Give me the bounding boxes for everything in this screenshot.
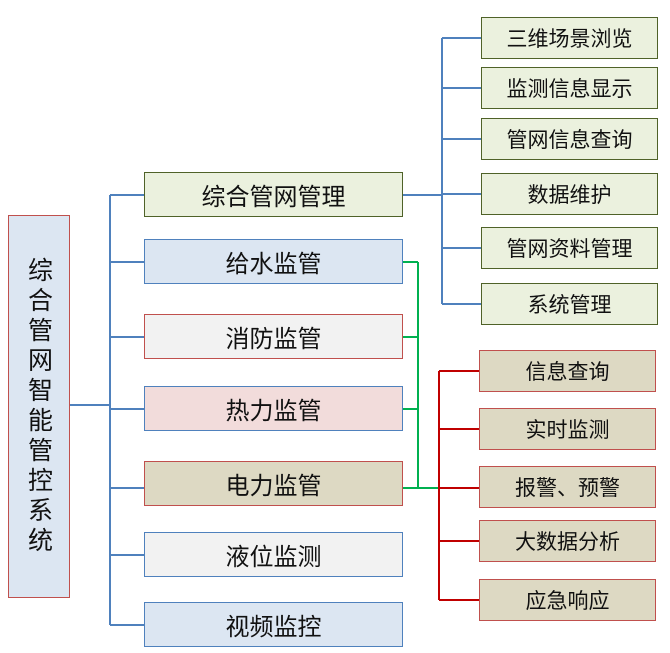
function-label: 管网资料管理 [506, 237, 633, 261]
root-label: 综合管网智能管控系统 [24, 256, 54, 557]
module-label: 液位监测 [225, 543, 322, 571]
function-network-info-query: 管网信息查询 [481, 118, 658, 160]
function-label: 监测信息显示 [506, 77, 633, 101]
module-video-monitoring: 视频监控 [144, 602, 403, 647]
network-function-connectors [403, 37, 481, 305]
function-info-query: 信息查询 [479, 350, 656, 392]
function-label: 信息查询 [525, 360, 610, 384]
function-label: 应急响应 [525, 589, 610, 613]
function-data-maintenance: 数据维护 [481, 173, 658, 215]
module-label: 给水监管 [225, 250, 322, 278]
function-system-management: 系统管理 [481, 283, 658, 325]
root-connectors [70, 194, 144, 626]
function-label: 大数据分析 [515, 530, 620, 554]
function-network-docs-management: 管网资料管理 [481, 227, 658, 269]
function-label: 实时监测 [525, 418, 610, 442]
function-big-data-analysis: 大数据分析 [479, 520, 656, 562]
module-heat-supervision: 热力监管 [144, 386, 403, 431]
function-label: 报警、预警 [515, 476, 620, 500]
supervision-function-connectors [438, 370, 479, 601]
module-label: 电力监管 [225, 472, 322, 500]
module-label: 热力监管 [225, 397, 322, 425]
module-label: 综合管网管理 [201, 183, 346, 211]
module-level-monitoring: 液位监测 [144, 532, 403, 577]
function-label: 数据维护 [527, 183, 612, 207]
root-node: 综合管网智能管控系统 [8, 215, 70, 598]
function-emergency-response: 应急响应 [479, 579, 656, 621]
module-label: 视频监控 [225, 613, 322, 641]
function-label: 管网信息查询 [506, 128, 633, 152]
module-network-management: 综合管网管理 [144, 172, 403, 217]
module-fire-supervision: 消防监管 [144, 314, 403, 359]
module-power-supervision: 电力监管 [144, 461, 403, 506]
function-alarm-warning: 报警、预警 [479, 466, 656, 508]
function-label: 系统管理 [527, 293, 612, 317]
function-label: 三维场景浏览 [506, 27, 633, 51]
module-label: 消防监管 [225, 325, 322, 353]
function-monitor-info-display: 监测信息显示 [481, 67, 658, 109]
supervision-group-connectors [403, 261, 439, 489]
function-3d-scene-browse: 三维场景浏览 [481, 17, 658, 59]
module-water-supervision: 给水监管 [144, 239, 403, 284]
function-realtime-monitoring: 实时监测 [479, 408, 656, 450]
